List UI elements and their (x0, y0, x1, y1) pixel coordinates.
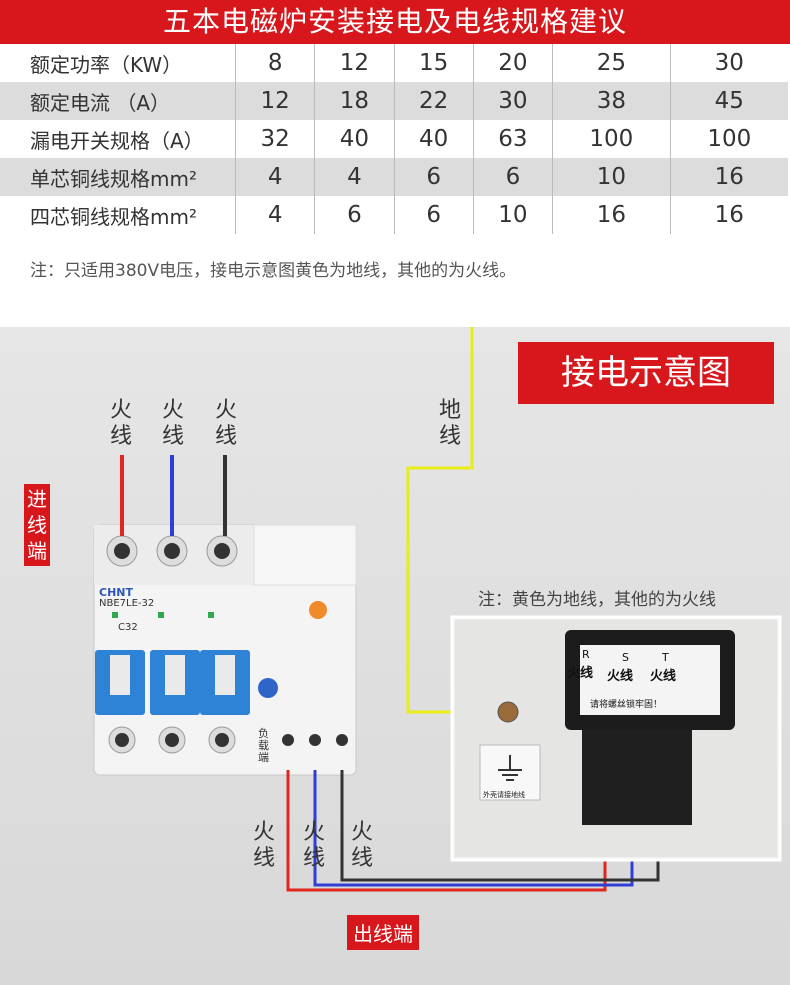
spec-cell: 30 (473, 82, 554, 120)
spec-row-label: 四芯铜线规格mm² (0, 196, 236, 234)
phase-letter-r: R (582, 648, 590, 661)
diagram-title: 接电示意图 (518, 342, 774, 404)
spec-cell: 22 (394, 82, 474, 120)
terminal-neck (582, 730, 692, 825)
spec-cell: 12 (235, 82, 316, 120)
spec-row-label: 额定功率（KW） (0, 44, 236, 82)
breaker-load-end: 负载端 (258, 727, 269, 764)
spec-row-label: 漏电开关规格（A） (0, 120, 236, 158)
spec-cell: 100 (552, 120, 671, 158)
output-live-label-2: 火线 (302, 820, 325, 871)
spec-cell: 16 (552, 196, 671, 234)
spec-cell: 15 (394, 44, 474, 82)
ground-wire (406, 327, 505, 714)
spec-cell: 6 (394, 158, 474, 196)
phase-label-r: 火线 (567, 666, 594, 681)
spec-cell: 45 (670, 82, 790, 120)
outlet-end-tag: 出线端 (347, 915, 419, 950)
input-live-label-2: 火线 (161, 398, 184, 449)
spec-row-label: 额定电流 （A） (0, 82, 236, 120)
spec-cell: 10 (473, 196, 554, 234)
input-live-label-3: 火线 (214, 398, 237, 449)
test-button (309, 601, 327, 619)
circuit-breaker (93, 524, 357, 776)
ground-screw (497, 701, 519, 723)
spec-cell: 16 (670, 196, 790, 234)
spec-cell: 6 (394, 196, 474, 234)
spec-cell: 4 (235, 158, 316, 196)
section-divider (0, 322, 790, 327)
spec-cell: 4 (235, 196, 316, 234)
spec-cell: 30 (670, 44, 790, 82)
phase-label-t: 火线 (650, 669, 677, 684)
terminal-warning: 请将螺丝锁牢固！ (590, 700, 663, 710)
note-voltage: 注：只适用380V电压，接电示意图黄色为地线，其他的为火线。 (30, 261, 517, 281)
phase-letter-s: S (622, 651, 629, 664)
spec-cell: 10 (552, 158, 671, 196)
spec-cell: 6 (473, 158, 554, 196)
spec-cell: 8 (235, 44, 316, 82)
spec-cell: 32 (235, 120, 316, 158)
reset-button (258, 678, 278, 698)
spec-cell: 100 (670, 120, 790, 158)
spec-cell: 20 (473, 44, 554, 82)
spec-cell: 16 (670, 158, 790, 196)
spec-cell: 18 (314, 82, 395, 120)
ground-tag-text: 外壳请接地线 (483, 791, 525, 799)
spec-row-label: 单芯铜线规格mm² (0, 158, 236, 196)
ground-wire-label: 地线 (438, 398, 461, 449)
output-live-label-3: 火线 (350, 820, 373, 871)
output-live-label-1: 火线 (252, 820, 275, 871)
spec-cell: 63 (473, 120, 554, 158)
spec-cell: 38 (552, 82, 671, 120)
page-banner-title: 五本电磁炉安装接电及电线规格建议 (0, 0, 790, 44)
phase-letter-t: T (662, 651, 669, 664)
spec-cell: 40 (314, 120, 395, 158)
spec-cell: 4 (314, 158, 395, 196)
breaker-rating: C32 (118, 622, 138, 633)
inlet-end-tag: 进线端 (24, 484, 50, 566)
phase-label-s: 火线 (607, 669, 634, 684)
breaker-brand: CHNT (99, 586, 133, 599)
breaker-model: NBE7LE-32 (99, 598, 155, 609)
spec-cell: 12 (314, 44, 395, 82)
spec-cell: 6 (314, 196, 395, 234)
terminal-box-photo (450, 615, 782, 862)
spec-cell: 25 (552, 44, 671, 82)
note-ground-color: 注：黄色为地线，其他的为火线 (478, 590, 716, 610)
spec-cell: 40 (394, 120, 474, 158)
input-live-label-1: 火线 (109, 398, 132, 449)
ground-tag-plate (479, 744, 541, 801)
